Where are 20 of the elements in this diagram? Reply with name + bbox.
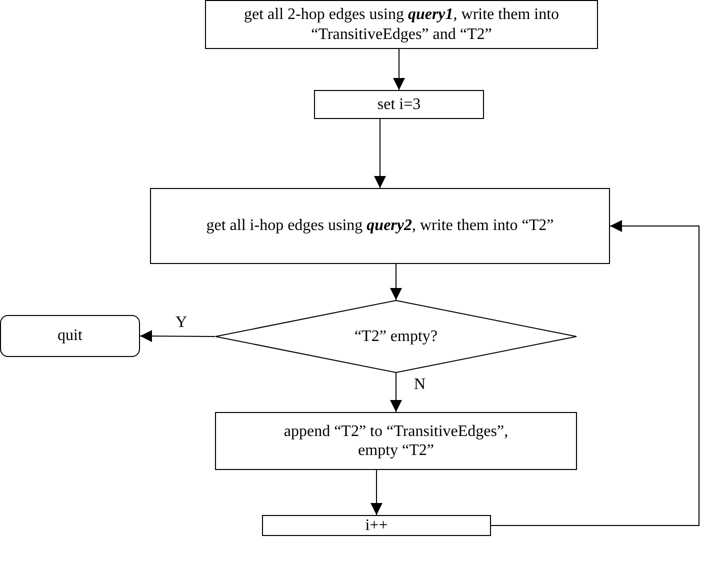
arrow: [390, 264, 402, 300]
arrow: [390, 372, 402, 412]
process-box: [205, 0, 598, 49]
step-text: get all 2-hop edges using query1, write them into “TransitiveEdges” and “T2”: [242, 5, 560, 44]
arrow: [374, 118, 386, 188]
arrow: [393, 48, 405, 90]
arrow: [490, 220, 700, 526]
step-text: set i=3: [376, 94, 422, 114]
step-text: i++: [364, 516, 389, 536]
step-text: quit: [56, 326, 84, 346]
step-text: append “T2” to “TransitiveEdges”, empty “T2”: [282, 422, 510, 460]
step-text: get all i-hop edges using query2, write them into “T2”: [205, 216, 555, 236]
arrow: [140, 330, 216, 342]
terminal-box: [0, 315, 140, 357]
arrow: [370, 470, 382, 516]
step-text: “T2” empty?: [353, 326, 439, 346]
process-box: [215, 412, 577, 470]
process-box: [262, 515, 491, 536]
process-box: [150, 188, 610, 264]
process-box: [314, 90, 484, 119]
